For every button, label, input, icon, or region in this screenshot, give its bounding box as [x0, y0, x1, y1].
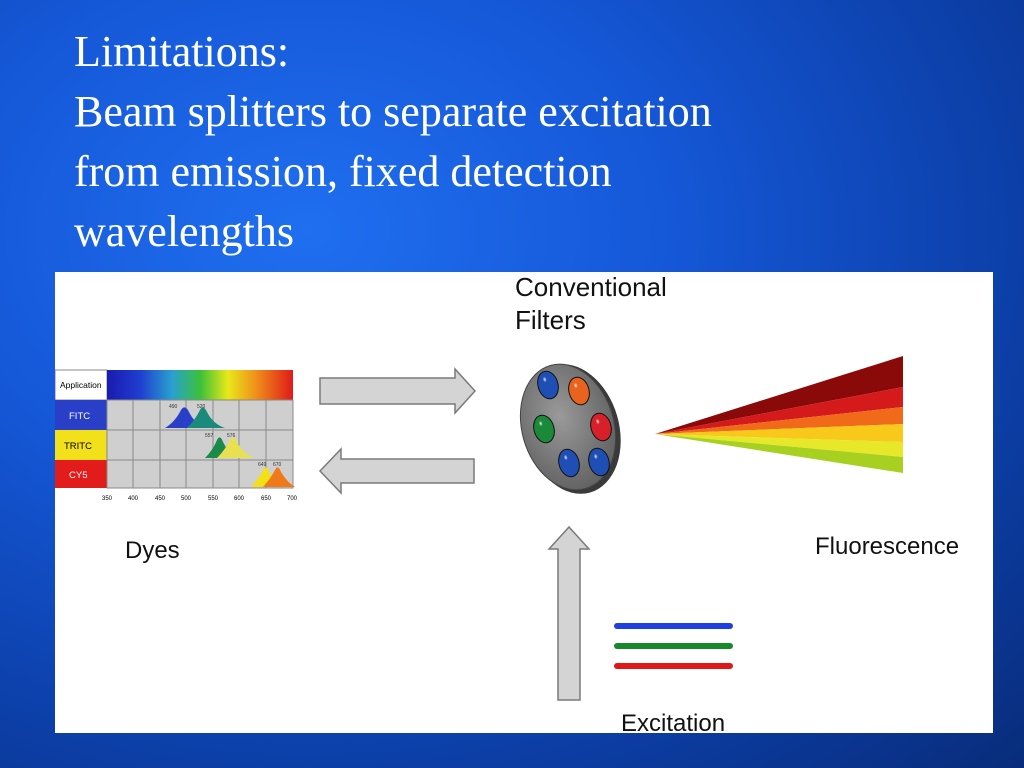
peak-490: 490 [169, 404, 178, 410]
filter-wheel-icon [519, 363, 621, 494]
tick-450: 450 [155, 496, 166, 502]
row-cy5-label: CY5 [69, 470, 87, 481]
tick-350: 350 [102, 496, 113, 502]
up-arrow [547, 525, 591, 701]
row-cy5-cell [55, 460, 107, 488]
slide-title: Limitations: Beam splitters to separate … [74, 22, 974, 262]
peak-557: 557 [205, 433, 214, 439]
left-arrow [318, 447, 475, 495]
cy5-emission-curve [263, 467, 295, 487]
table-header-label: Application [60, 380, 102, 390]
tick-400: 400 [128, 496, 139, 502]
peak-670: 670 [273, 462, 282, 468]
filter-diagram: Application FITC TRITC CY5 490 520 [55, 272, 959, 733]
row-tritc-cell [55, 430, 107, 460]
title-line-2: Beam splitters to separate excitation [74, 87, 712, 136]
right-arrow [319, 367, 477, 415]
filters-label-line-2: Filters [515, 305, 586, 335]
peak-520: 520 [197, 404, 206, 410]
fluorescence-label: Fluorescence [815, 533, 959, 560]
tick-500: 500 [181, 496, 192, 502]
dyes-label: Dyes [125, 537, 180, 564]
row-fitc-label: FITC [69, 411, 90, 422]
row-tritc-label: TRITC [64, 441, 92, 452]
tick-700: 700 [287, 496, 298, 502]
fitc-emission-curve [187, 407, 225, 428]
peak-576: 576 [227, 433, 236, 439]
filters-label-line-1: Conventional [515, 272, 667, 302]
row-fitc-cell [55, 400, 107, 430]
excitation-label: Excitation [621, 710, 725, 733]
tick-650: 650 [261, 496, 272, 502]
title-line-4: wavelengths [74, 207, 294, 256]
title-line-3: from emission, fixed detection [74, 147, 612, 196]
tick-550: 550 [208, 496, 219, 502]
diagram-panel: Application FITC TRITC CY5 490 520 [55, 272, 993, 733]
spectrum-bar [107, 370, 293, 400]
dye-spectra-table: Application FITC TRITC CY5 490 520 [55, 369, 298, 502]
peak-649: 649 [258, 462, 267, 468]
tick-600: 600 [234, 496, 245, 502]
title-line-1: Limitations: [74, 27, 290, 76]
tritc-emission-curve [217, 437, 255, 458]
x-axis-ticks: 350 400 450 500 550 600 650 700 [102, 496, 298, 502]
fluorescence-cone [655, 356, 903, 473]
